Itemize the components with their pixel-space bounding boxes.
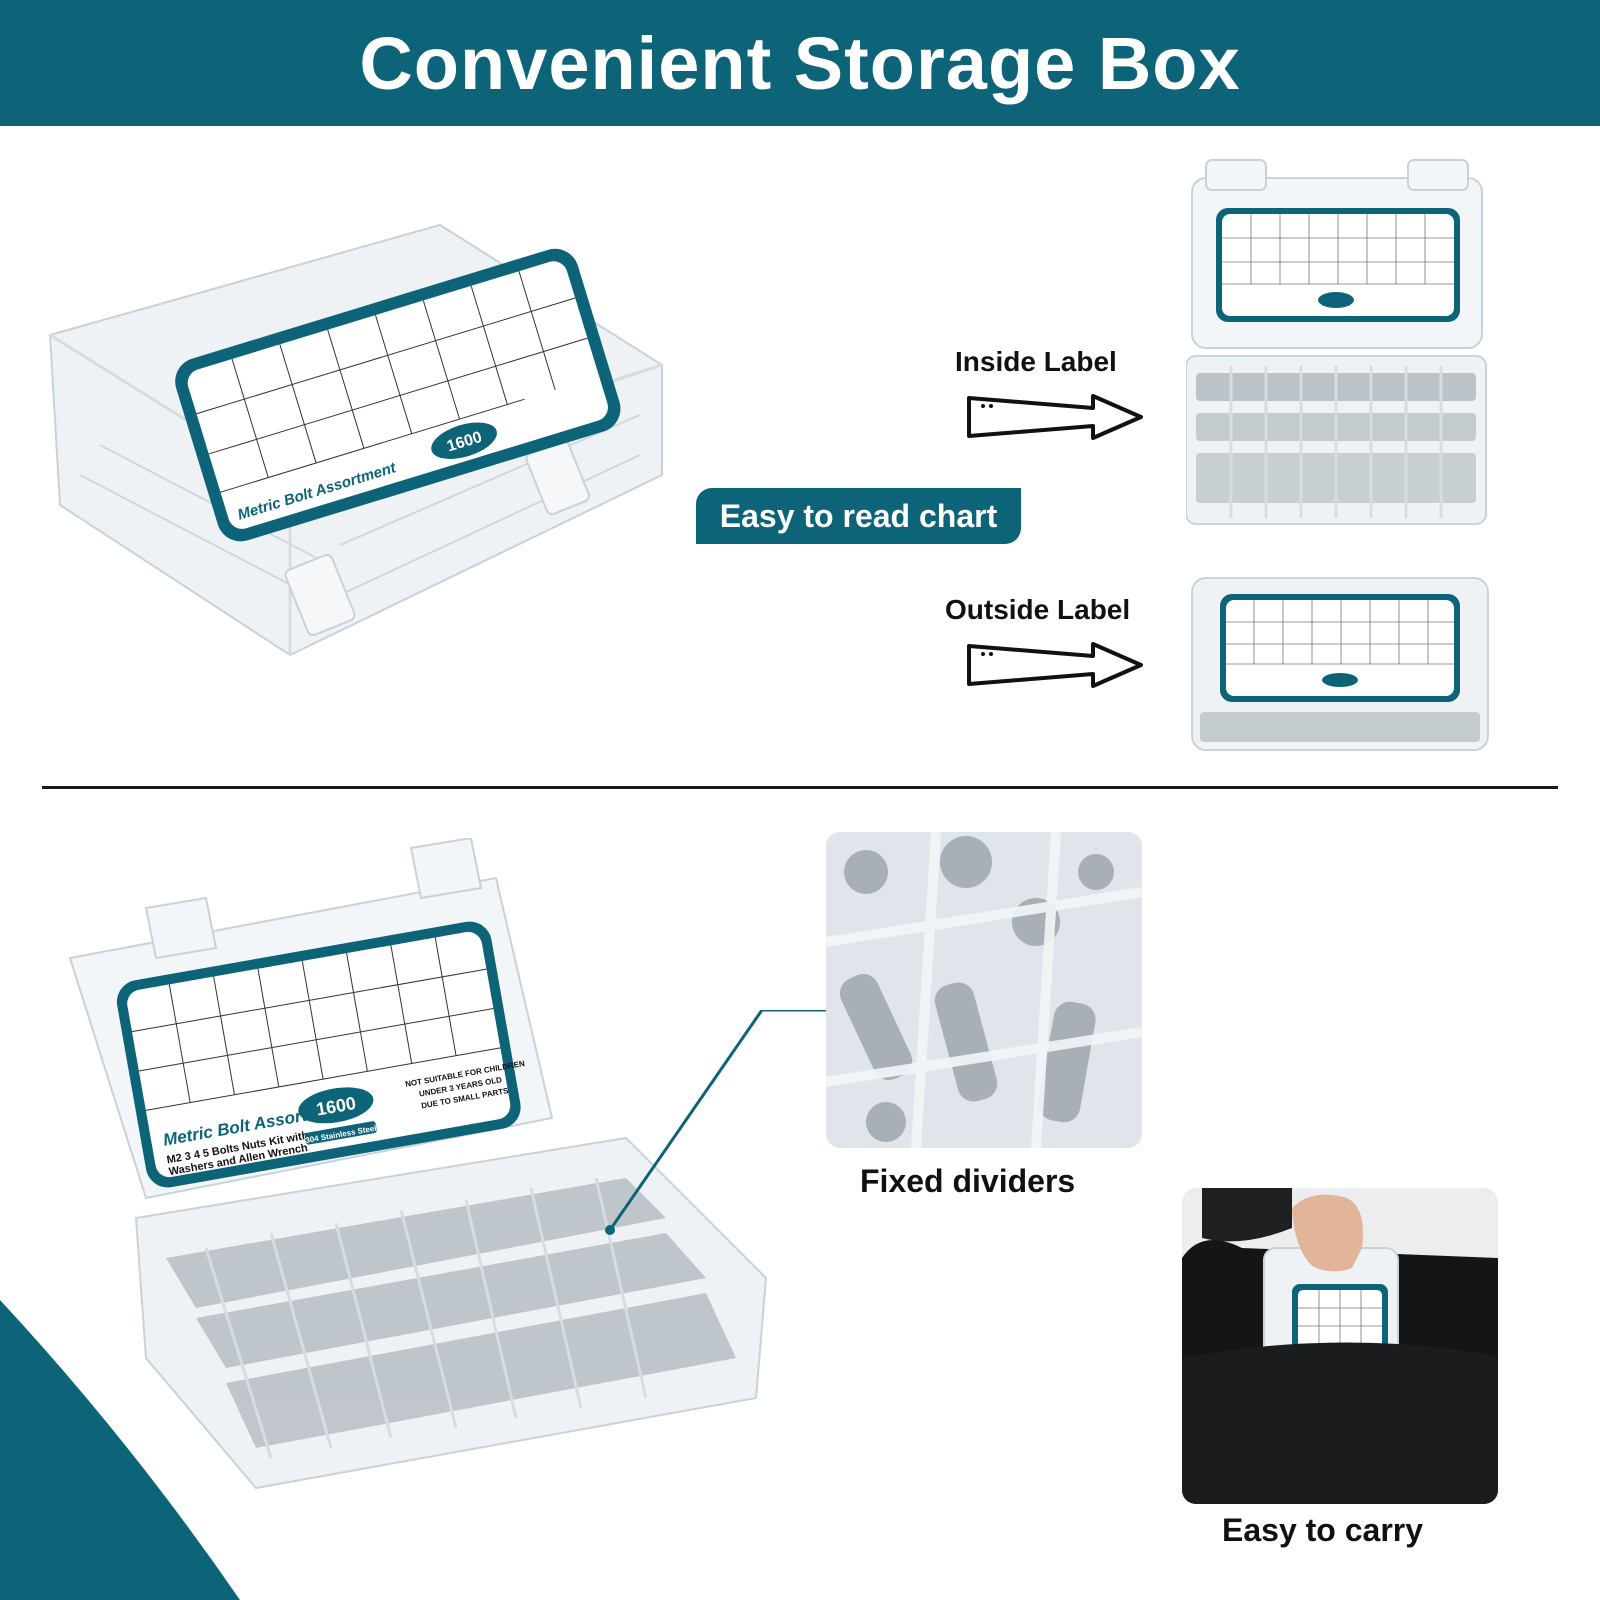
- easy-to-read-chart-badge: Easy to read chart: [696, 488, 1021, 544]
- fixed-dividers-caption: Fixed dividers: [860, 1163, 1076, 1199]
- corner-swoosh-decoration: [0, 1300, 240, 1600]
- header-banner: Convenient Storage Box: [0, 0, 1600, 126]
- page-title: Convenient Storage Box: [359, 21, 1241, 105]
- open-box-large-image: Metric Bolt Assortment M2 3 4 5 Bolts Nu…: [68, 838, 768, 1490]
- arrow-right-icon: [967, 394, 1143, 440]
- arrow-right-icon: [967, 642, 1143, 688]
- easy-to-carry-photo: [1182, 1188, 1498, 1504]
- section-divider: [42, 786, 1558, 789]
- open-box-inside-label-image: [1186, 159, 1487, 525]
- callout-line: [605, 1010, 826, 1235]
- easy-to-carry-caption: Easy to carry: [1222, 1512, 1424, 1548]
- closed-box-outside-label-image: [1191, 577, 1489, 751]
- outside-label-caption: Outside Label: [945, 594, 1131, 625]
- fixed-dividers-photo: [826, 832, 1142, 1148]
- inside-label-caption: Inside Label: [955, 346, 1117, 377]
- closed-box-image: Metric Bolt Assortment 1600: [48, 223, 663, 657]
